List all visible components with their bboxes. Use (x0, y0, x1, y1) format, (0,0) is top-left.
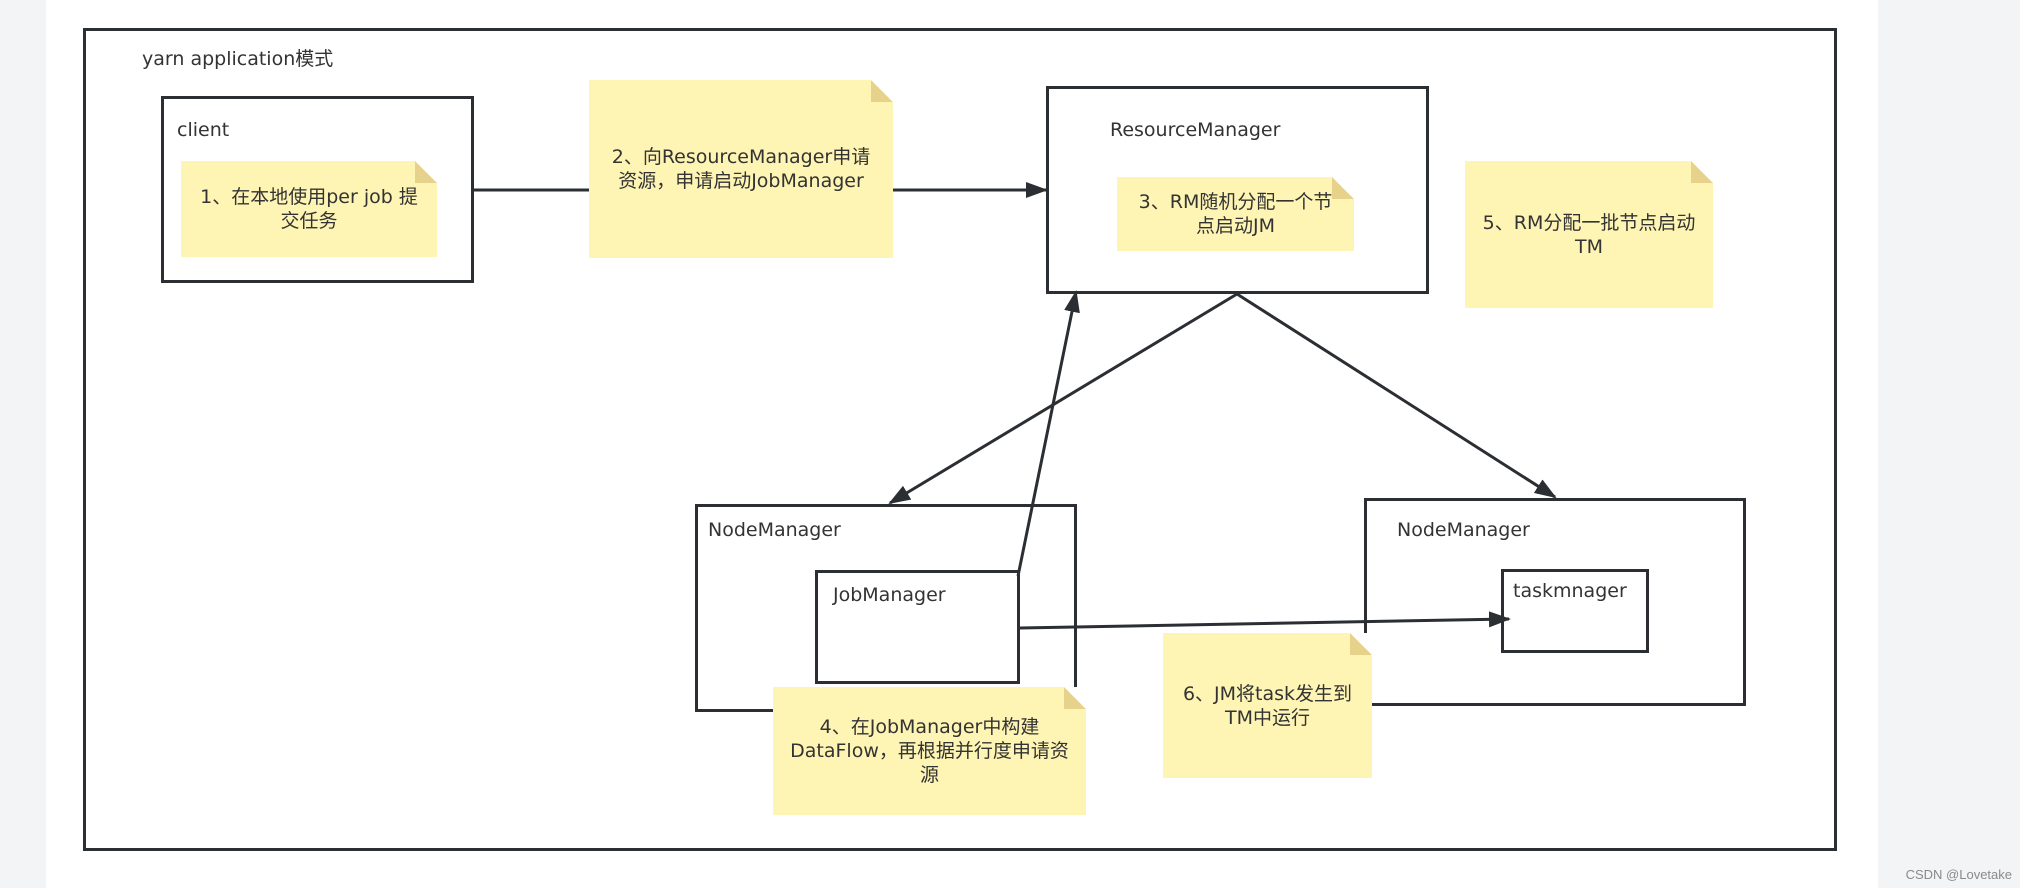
client-label: client (177, 119, 230, 141)
node-manager-2-label: NodeManager (1397, 519, 1530, 541)
note-step1: 1、在本地使用per job 提交任务 (181, 161, 437, 257)
note-step3: 3、RM随机分配一个节点启动JM (1117, 177, 1354, 251)
diagram-frame (83, 28, 1837, 851)
resource-manager-label: ResourceManager (1110, 119, 1281, 141)
job-manager-label: JobManager (833, 584, 946, 606)
task-manager-label: taskmnager (1513, 580, 1627, 602)
note-step6: 6、JM将task发生到TM中运行 (1163, 633, 1372, 778)
node-manager-1-label: NodeManager (708, 519, 841, 541)
note-step2: 2、向ResourceManager申请资源，申请启动JobManager (589, 80, 893, 258)
diagram-title: yarn application模式 (142, 48, 334, 70)
job-manager-box (815, 570, 1020, 684)
note-step5: 5、RM分配一批节点启动TM (1465, 161, 1713, 308)
node-manager-2-box (1364, 498, 1746, 706)
watermark: CSDN @Lovetake (1905, 867, 2012, 882)
task-manager-box (1501, 569, 1649, 653)
client-box (161, 96, 474, 283)
note-step4: 4、在JobManager中构建DataFlow，再根据并行度申请资源 (773, 687, 1086, 815)
